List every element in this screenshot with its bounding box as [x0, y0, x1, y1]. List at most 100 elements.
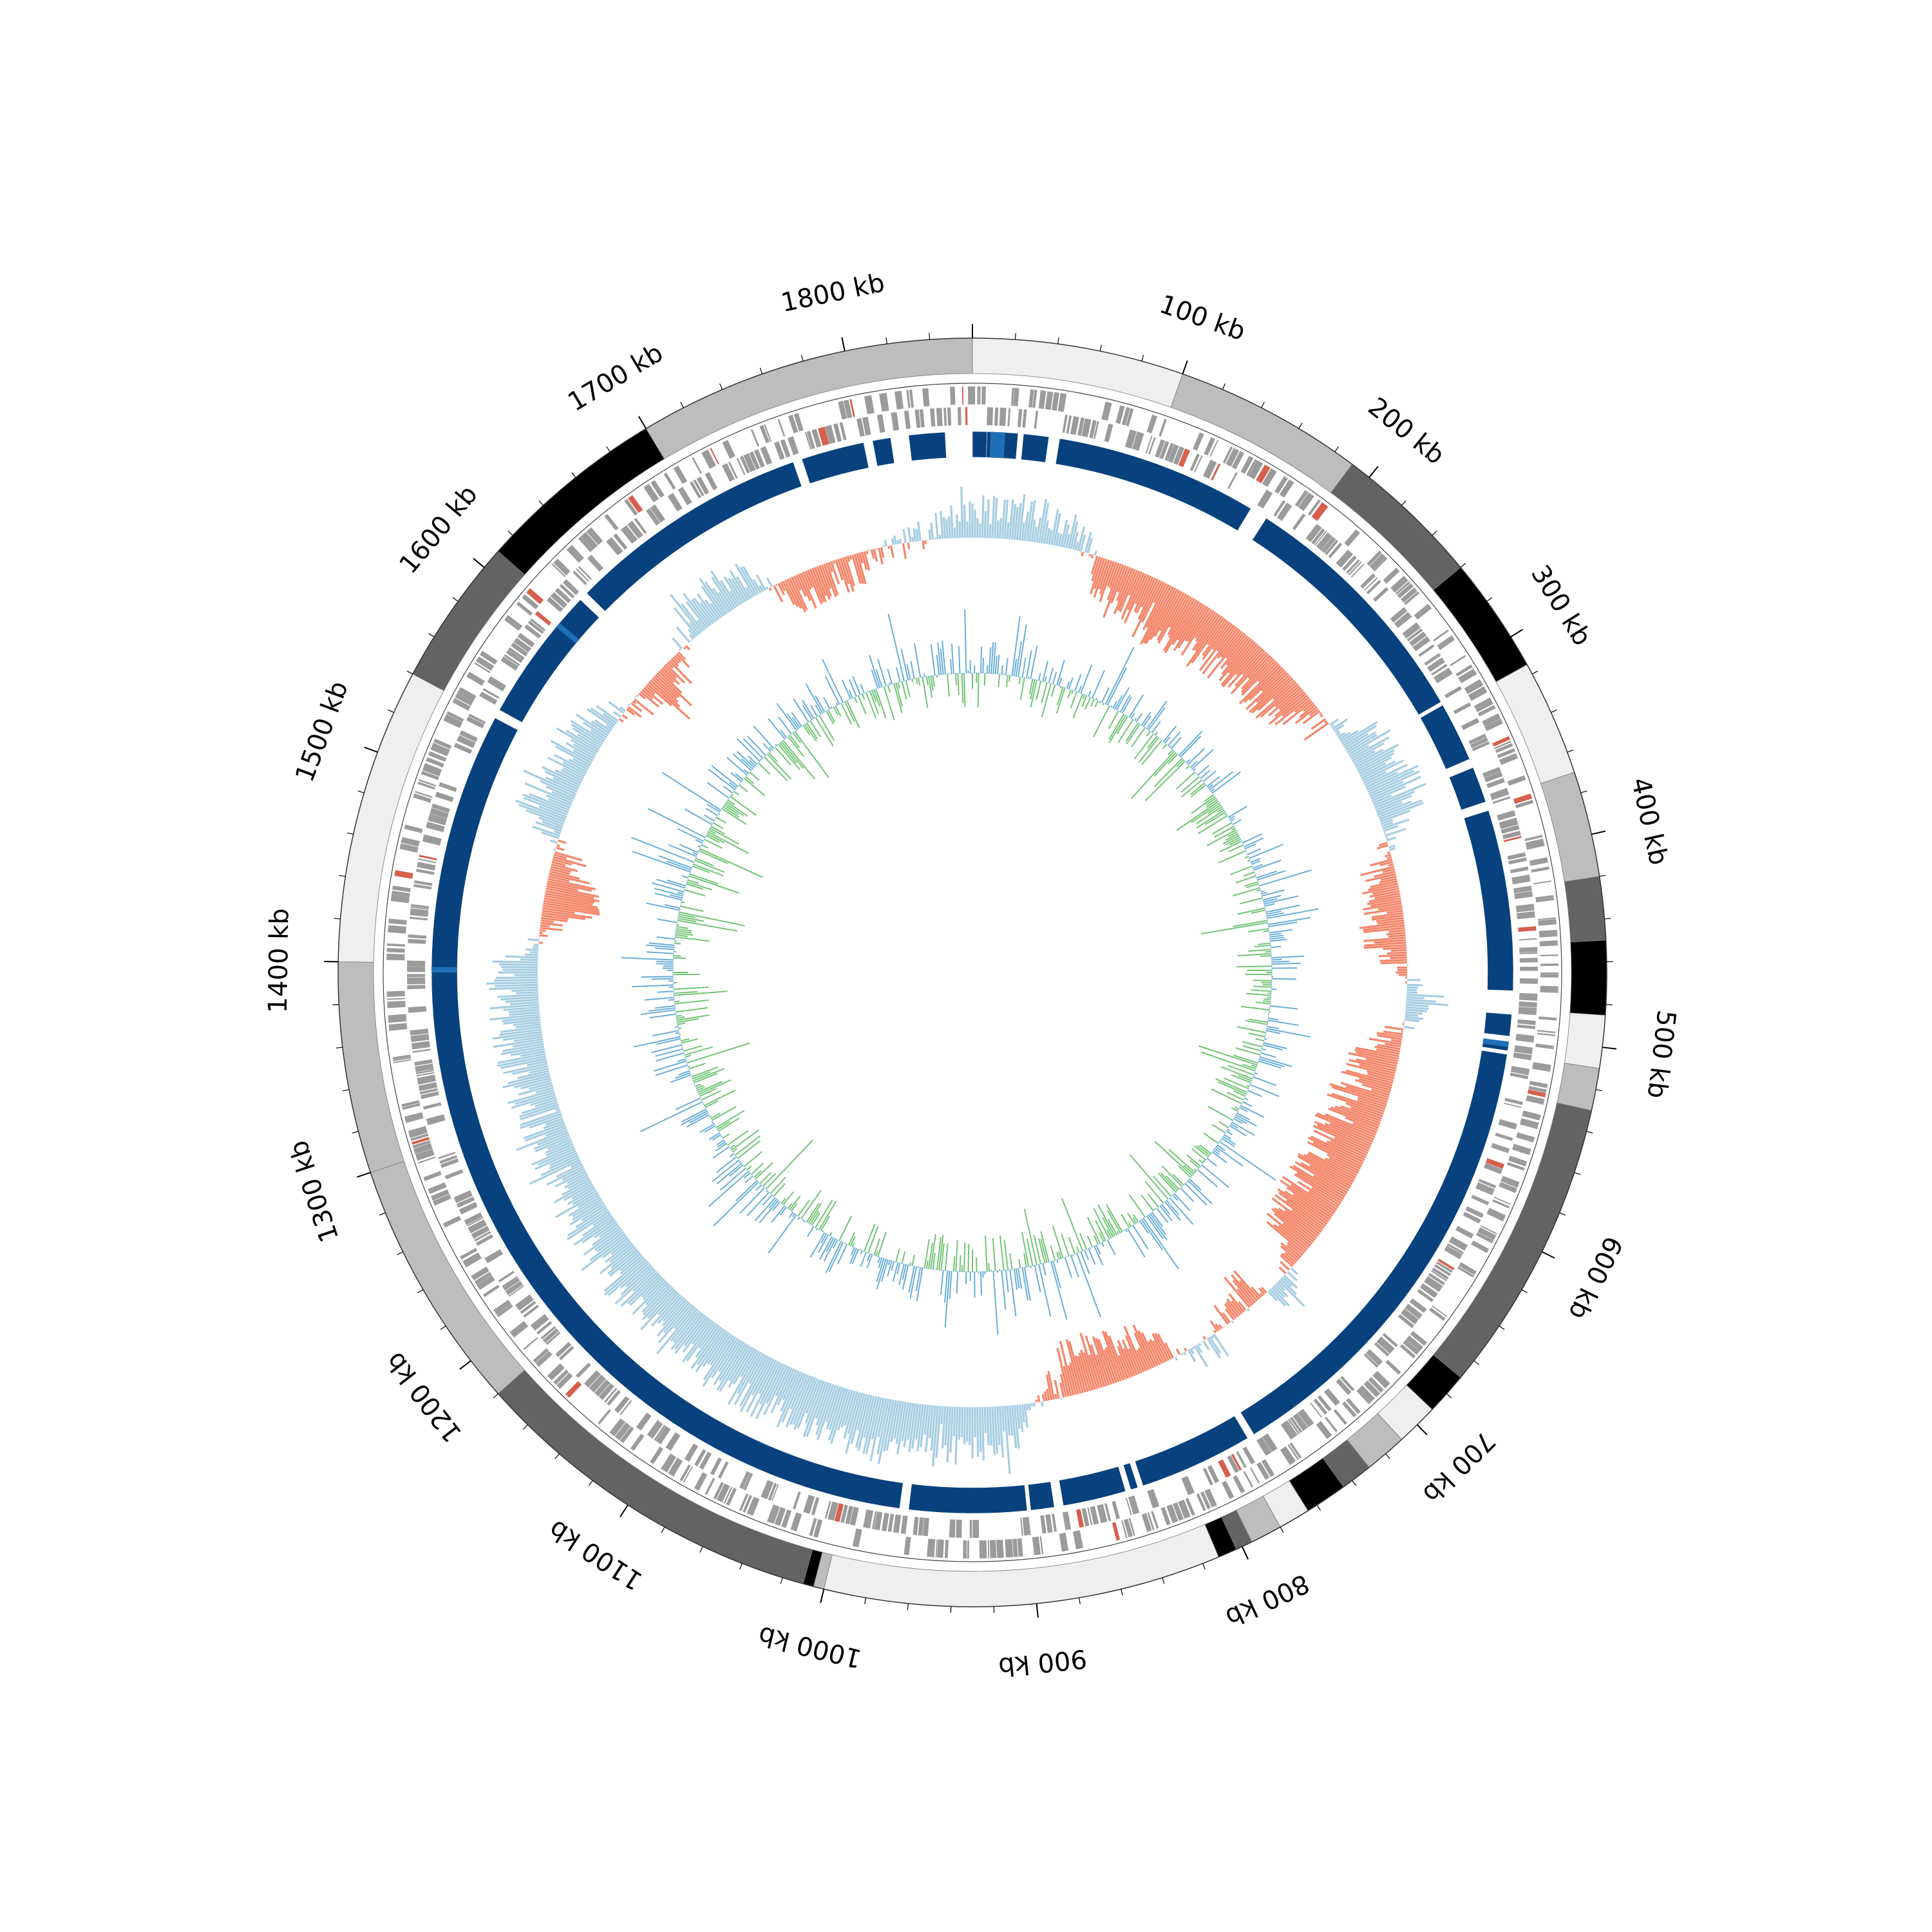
gc-skew-bar: [1371, 785, 1406, 802]
gc-content-bar: [1249, 844, 1283, 859]
gc-skew-bar: [934, 513, 939, 540]
gene-feature: [1507, 852, 1526, 860]
gc-content-bar: [1227, 831, 1238, 837]
gene-feature: [1540, 954, 1558, 957]
gene-feature: [710, 448, 719, 465]
gc-content-bar: [1271, 955, 1305, 959]
gc-skew-bar: [591, 720, 611, 734]
gc-content-bar: [716, 1162, 743, 1184]
gene-feature: [972, 1519, 980, 1538]
gene-feature: [1432, 1305, 1448, 1318]
gc-content-bar: [1189, 1178, 1202, 1191]
gc-content-bar: [1066, 681, 1070, 689]
gene-feature: [386, 998, 405, 1000]
gene-feature: [511, 642, 528, 657]
gc-skew-bar: [1226, 1298, 1241, 1316]
gc-content-bar: [706, 782, 730, 799]
gene-feature: [1529, 857, 1548, 866]
gc-skew-bar: [947, 516, 951, 538]
gc-skew-bar: [1379, 959, 1407, 962]
gc-skew-bar: [1231, 1274, 1256, 1303]
gc-skew-bar: [1318, 712, 1322, 715]
gene-feature: [1437, 635, 1455, 650]
gc-content-bar: [1186, 759, 1191, 764]
gc-skew-bar: [877, 1398, 887, 1437]
gc-content-bar: [1101, 687, 1110, 703]
gc-content-bar: [1191, 1148, 1207, 1161]
gc-content-bar: [1251, 860, 1260, 865]
gc-skew-bar: [535, 1150, 577, 1170]
gene-feature: [1204, 437, 1215, 456]
gc-skew-bar: [1067, 1365, 1077, 1396]
gc-skew-bar: [554, 851, 583, 862]
gc-skew-bar: [627, 703, 630, 706]
gene-feature: [540, 1326, 556, 1340]
tick-label: 1000 kb: [755, 1620, 864, 1674]
gc-content-bar: [1236, 965, 1272, 968]
gene-feature: [1115, 405, 1125, 424]
gene-feature: [881, 1512, 889, 1531]
gene-feature: [386, 948, 405, 953]
gene-feature: [471, 1266, 489, 1281]
gc-skew-bar: [1271, 1208, 1314, 1243]
gc-skew-bar: [1358, 752, 1395, 773]
gene-feature: [1501, 825, 1520, 834]
gc-content-bar: [791, 1213, 795, 1217]
gc-content-bar: [963, 1242, 966, 1272]
gc-content-bar: [815, 705, 822, 715]
gc-content-bar: [863, 1224, 876, 1252]
contig-segment: [1495, 664, 1575, 784]
gc-content-bar: [677, 891, 684, 895]
gc-content-bar: [1190, 784, 1207, 797]
minor-tick: [554, 1453, 560, 1459]
gc-content-bar: [688, 875, 740, 894]
gc-content-bar: [1080, 664, 1093, 694]
gc-content-bar: [705, 835, 720, 844]
gc-content-bar: [1259, 1056, 1293, 1067]
gc-skew-bar: [1236, 1288, 1253, 1307]
gc-skew-bar: [1294, 698, 1311, 713]
gc-skew-bar: [1339, 732, 1351, 741]
gc-content-bar: [909, 1266, 917, 1299]
gc-content-bar: [1018, 624, 1027, 677]
gc-skew-bar: [830, 1388, 849, 1444]
gc-skew-bar: [816, 566, 831, 600]
gc-content-bar: [1050, 1261, 1068, 1320]
alignment-block: [586, 462, 802, 612]
gc-skew-bar: [497, 1055, 546, 1067]
gc-skew-bar: [1063, 1365, 1072, 1396]
gc-skew-bar: [1139, 585, 1172, 645]
gc-content-bar: [1271, 967, 1298, 969]
gc-content-bar: [851, 1249, 859, 1265]
gc-skew-bar: [1241, 659, 1276, 696]
gc-skew-bar: [846, 555, 851, 562]
gc-content-bar: [800, 1189, 822, 1219]
gene-feature: [656, 1426, 671, 1444]
gc-content-bar: [743, 1172, 751, 1179]
gene-feature: [508, 647, 525, 660]
gene-feature: [1540, 963, 1558, 967]
gc-skew-bar: [717, 591, 732, 612]
gc-skew-bar: [1132, 1324, 1154, 1368]
gc-content-bar: [835, 705, 842, 717]
gene-feature: [1401, 1308, 1419, 1325]
gc-content-bar: [992, 1271, 999, 1335]
gc-skew-bar: [1333, 724, 1344, 732]
gc-skew-bar: [832, 560, 836, 564]
gc-content-bar: [1253, 859, 1282, 871]
gene-feature: [646, 507, 660, 526]
gc-skew-bar: [1374, 1045, 1401, 1053]
gc-skew-bar: [1274, 696, 1310, 726]
gene-feature: [1431, 663, 1448, 676]
gene-feature: [918, 1517, 924, 1536]
gene-feature: [771, 1484, 779, 1502]
gc-skew-bar: [676, 626, 691, 643]
gc-content-bar: [918, 677, 921, 686]
gc-skew-bar: [1128, 1349, 1141, 1374]
gc-content-bar: [1114, 694, 1123, 710]
gc-content-bar: [1078, 685, 1083, 693]
gc-content-bar: [1041, 682, 1048, 703]
gc-skew-bar: [1285, 1199, 1325, 1229]
gc-skew-bar: [573, 743, 596, 758]
gc-content-bar: [1141, 712, 1151, 726]
